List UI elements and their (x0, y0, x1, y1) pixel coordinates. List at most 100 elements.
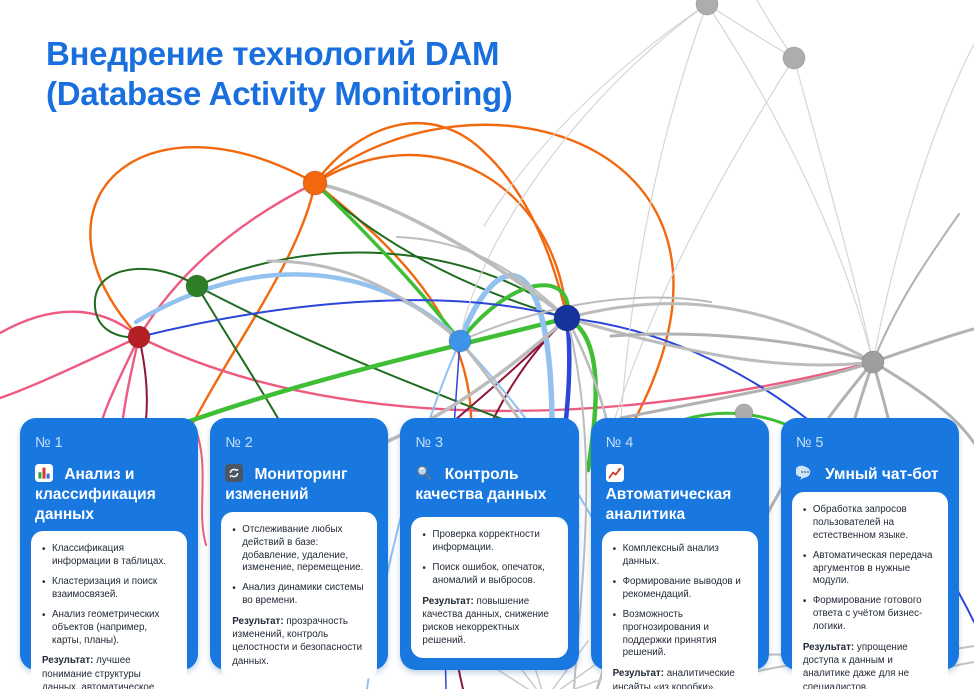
page-title: Внедрение технологий DAM (Database Activ… (46, 34, 513, 115)
card-title: Автоматическая аналитика (605, 464, 754, 524)
card-number: № 4 (605, 435, 634, 451)
result-label: Результат: (232, 616, 284, 628)
graph-edge (313, 153, 569, 320)
graph-edge (0, 310, 141, 339)
graph-edge (314, 182, 568, 319)
graph-edge (313, 121, 569, 320)
bullet-list: Классификация информации в таблицах. Клас… (42, 543, 176, 654)
bullet-item: Отслеживание любых действий в базе: доба… (232, 524, 366, 576)
cards-row: № 1 Анализ и классификация данных Класси… (0, 418, 974, 689)
graph-edge (483, 3, 708, 227)
card-title-text: Мониторинг изменений (225, 466, 348, 503)
card-panel: Обработка запросов пользователей на есте… (791, 491, 949, 689)
graph-edge (313, 181, 569, 320)
bullet-item: Формирование выводов и рекомендаций. (613, 576, 747, 602)
sync-icon (225, 464, 244, 482)
graph-edge (313, 181, 462, 343)
node-gray-top (695, 0, 719, 16)
search-icon (415, 464, 433, 482)
bullet-item: Возможность прогнозирования и поддержки … (613, 609, 747, 661)
bar-chart-icon (35, 464, 53, 482)
card-monitoring: № 2 Мониторинг изменений Отслеживание лю… (210, 418, 389, 679)
graph-edge (871, 360, 974, 445)
chat-icon (794, 464, 814, 482)
result-text: Результат: упрощение доступа к данным и … (803, 641, 937, 689)
bullet-list: Проверка корректности информации. Поиск о… (422, 529, 556, 595)
node-light-blue (448, 329, 472, 353)
graph-edge (706, 3, 874, 363)
card-number: № 2 (225, 435, 253, 451)
card-title: Мониторинг изменений (225, 464, 373, 505)
result-text: Результат: лучшее понимание структуры да… (42, 654, 176, 689)
card-header: № 5 Умный чат-бот (781, 431, 959, 485)
bullet-item: Анализ динамики системы во времени. (232, 582, 366, 608)
bullet-list: Отслеживание любых действий в базе: доба… (232, 524, 366, 616)
bullet-item: Анализ геометрических объектов (например… (42, 609, 176, 648)
graph-edge (552, 640, 589, 689)
card-title: Умный чат-бот (794, 464, 944, 485)
graph-edge (619, 360, 875, 420)
graph-edge (137, 181, 317, 339)
graph-edge (459, 296, 712, 342)
result-label: Результат: (612, 668, 664, 680)
graph-edge (138, 299, 568, 338)
bullet-item: Поиск ошибок, опечаток, аномалий и выбро… (422, 562, 556, 588)
card-analysis: № 1 Анализ и классификация данных Класси… (20, 418, 199, 689)
card-header: № 4 Автоматическая аналитика (591, 431, 769, 524)
card-title-text: Анализ и классификация данных (35, 466, 156, 523)
node-navy (553, 304, 581, 332)
bullet-item: Проверка корректности информации. (422, 529, 556, 555)
card-panel: Проверка корректности информации. Поиск о… (411, 516, 568, 658)
graph-edge (93, 268, 198, 339)
graph-edge (872, 43, 974, 363)
graph-edge (565, 302, 875, 364)
result-body: аналитические инсайты «из коробки», упро… (612, 668, 735, 689)
result-body: прозрачность изменений, контроль целостн… (232, 616, 363, 667)
result-body: лучшее понимание структуры данных, автом… (42, 655, 155, 689)
card-panel: Отслеживание любых действий в базе: доба… (221, 511, 378, 679)
graph-edge (458, 283, 570, 343)
card-header: № 3 Контроль качества данных (400, 431, 578, 510)
graph-edge (706, 3, 795, 59)
node-orange (302, 170, 328, 196)
graph-edge (793, 57, 874, 363)
card-panel: Классификация информации в таблицах. Клас… (31, 531, 188, 689)
graph-edge (620, 3, 708, 421)
chart-up-icon (605, 464, 624, 482)
graph-edge (872, 213, 960, 363)
result-text: Результат: повышение качества данных, сн… (422, 595, 556, 648)
card-analytics: № 4 Автоматическая аналитика Комплексный… (590, 418, 769, 689)
bullet-item: Кластеризация и поиск взаимосвязей. (42, 576, 176, 602)
bullet-item: Формирование готового ответа с учётом би… (803, 595, 937, 634)
result-label: Результат: (422, 595, 474, 607)
card-title-text: Умный чат-бот (825, 466, 939, 483)
card-header: № 1 Анализ и классификация данных (20, 431, 198, 524)
graph-edge (196, 251, 568, 319)
result-text: Результат: прозрачность изменений, контр… (232, 615, 366, 668)
result-text: Результат: аналитические инсайты «из кор… (613, 667, 747, 689)
graph-edge (609, 332, 875, 364)
graph-edge (195, 429, 207, 546)
card-title: Контроль качества данных (415, 464, 563, 505)
node-gray-hub (861, 350, 885, 374)
graph-edge (313, 123, 675, 434)
graph-edge (611, 57, 795, 429)
card-number: № 3 (415, 435, 444, 451)
page-title-line2: (Database Activity Monitoring) (46, 75, 513, 113)
node-dark-green (185, 274, 209, 298)
bullet-item: Автоматическая передача аргументов в нуж… (803, 550, 937, 589)
node-gray-upper (782, 46, 806, 70)
result-body: повышение качества данных, снижение риск… (422, 595, 549, 646)
card-header: № 2 Мониторинг изменений (210, 431, 388, 505)
card-title: Анализ и классификация данных (35, 464, 183, 524)
page-title-line1: Внедрение технологий DAM (46, 35, 500, 72)
result-label: Результат: (802, 642, 855, 654)
graph-edge (871, 327, 974, 364)
graph-edge (396, 236, 568, 319)
bullet-item: Классификация информации в таблицах. (42, 543, 176, 569)
graph-edge (459, 3, 708, 342)
node-dark-red (127, 325, 151, 349)
card-chatbot: № 5 Умный чат-бот Обработка запросов пол… (780, 418, 960, 689)
